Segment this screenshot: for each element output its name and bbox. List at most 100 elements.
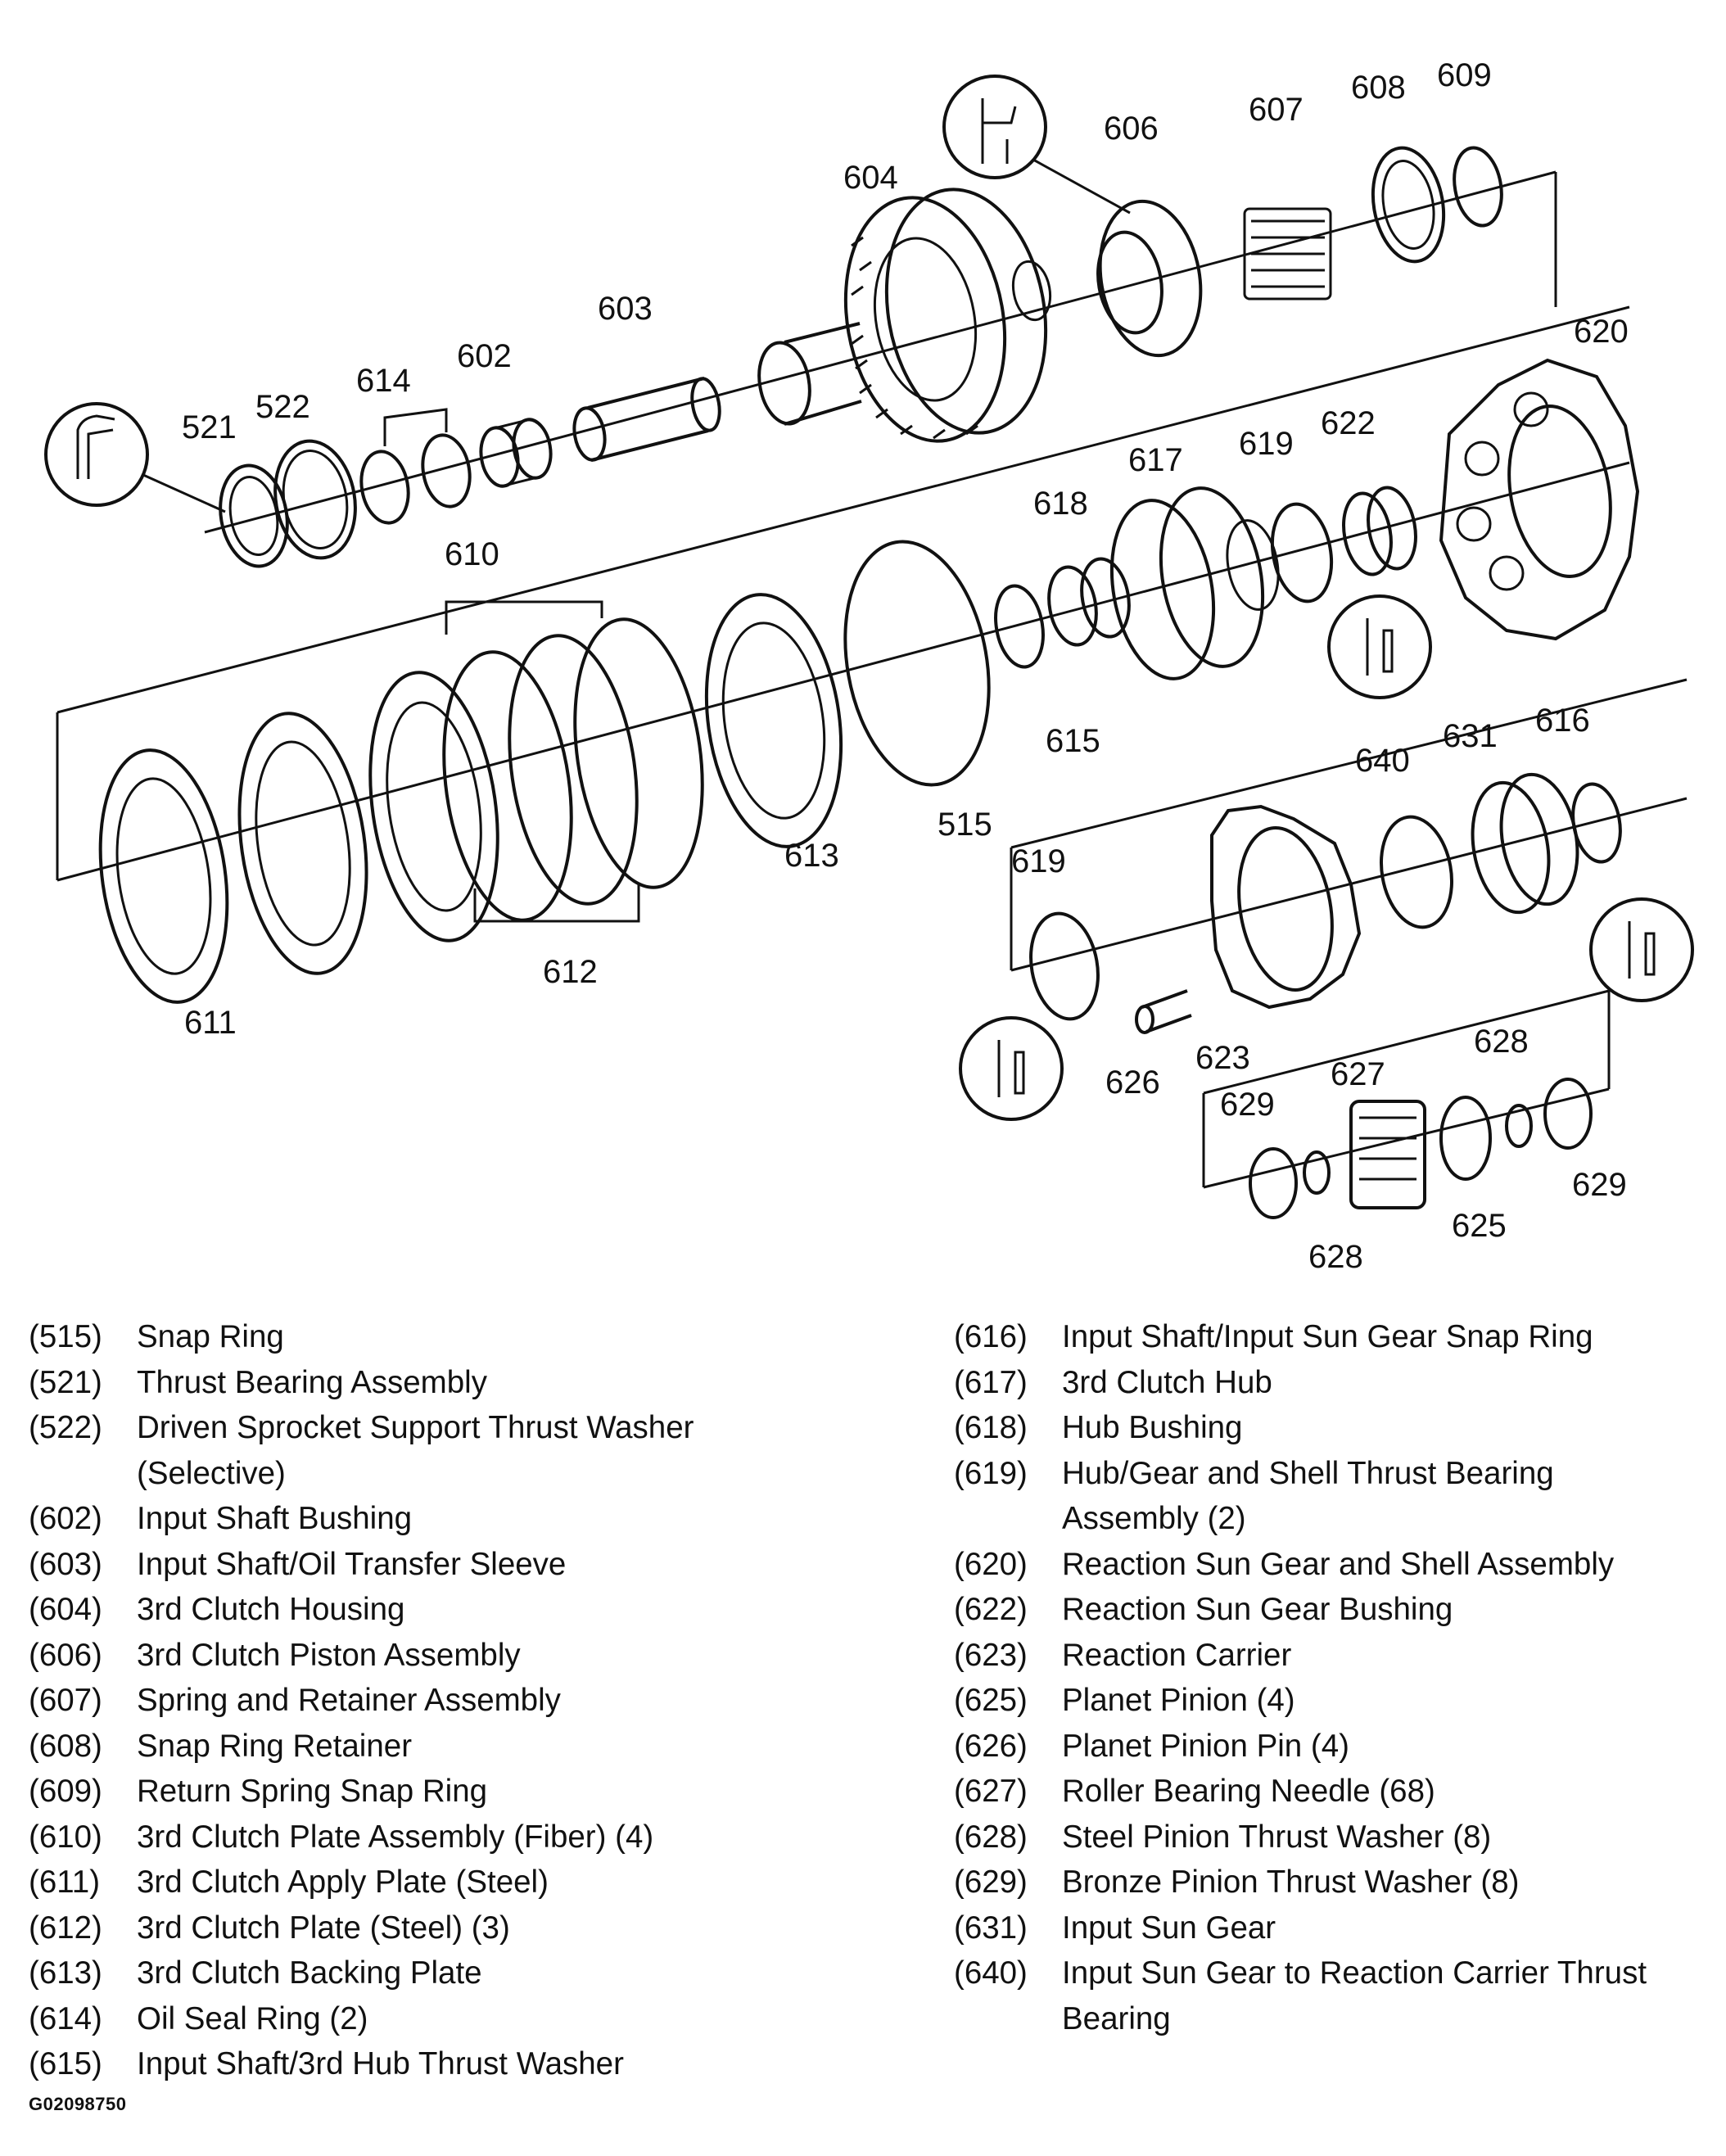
- figure-id: G02098750: [29, 2094, 127, 2114]
- callout-626: 626: [1105, 1064, 1160, 1101]
- row2-group: [56, 305, 1640, 1004]
- callout-625: 625: [1452, 1208, 1507, 1244]
- legend-description: 3rd Clutch Hub: [1062, 1364, 1272, 1400]
- legend-description: Steel Pinion Thrust Washer (8): [1062, 1819, 1492, 1855]
- legend-description: 3rd Clutch Apply Plate (Steel): [137, 1864, 549, 1900]
- legend-item: (610)3rd Clutch Plate Assembly (Fiber) (…: [29, 1815, 897, 1860]
- legend-left-column: (515) Snap Ring (521)Thrust Bearing Assem…: [29, 1314, 897, 2087]
- callout-602: 602: [457, 338, 512, 374]
- callout-611: 611: [184, 1005, 237, 1041]
- legend-number: (617): [954, 1364, 1028, 1400]
- legend-number: (616): [954, 1319, 1028, 1354]
- legend-description: Hub/Gear and Shell Thrust Bearing Assemb…: [1062, 1455, 1554, 1537]
- legend-description: Planet Pinion Pin (4): [1062, 1728, 1349, 1764]
- legend-item: (521)Thrust Bearing Assembly: [29, 1360, 897, 1406]
- legend-number: (619): [954, 1455, 1028, 1491]
- callout-622: 622: [1321, 405, 1376, 441]
- legend-number: (602): [29, 1501, 102, 1536]
- legend-item: (602) Input Shaft Bushing: [29, 1496, 897, 1542]
- legend-item: (615) Input Shaft/3rd Hub Thrust Washer: [29, 2041, 897, 2087]
- legend-description: Input Shaft Bushing: [137, 1501, 413, 1536]
- callout-610: 610: [445, 536, 499, 572]
- legend-item: (604) 3rd Clutch Housing: [29, 1587, 897, 1633]
- legend-item: (613)3rd Clutch Backing Plate: [29, 1950, 897, 1996]
- legend-number: (615): [29, 2046, 102, 2081]
- callout-614: 614: [356, 363, 411, 399]
- legend-number: (614): [29, 2000, 102, 2036]
- legend-description: Reaction Carrier: [1062, 1637, 1292, 1673]
- legend-description: Planet Pinion (4): [1062, 1683, 1295, 1718]
- callout-640: 640: [1355, 743, 1410, 779]
- legend-item: (625) Planet Pinion (4): [954, 1678, 1724, 1724]
- callout-623: 623: [1195, 1040, 1250, 1076]
- legend-description: Reaction Sun Gear and Shell Assembly: [1062, 1546, 1615, 1582]
- callout-612: 612: [543, 954, 598, 990]
- callout-619-upper: 619: [1239, 426, 1294, 462]
- callout-629-right: 629: [1572, 1167, 1627, 1203]
- legend-item: (609) Return Spring Snap Ring: [29, 1769, 897, 1815]
- exploded-view-diagram: 603 604 606 607 608 609 620 521 522 614 …: [44, 57, 1694, 1275]
- legend-number: (618): [954, 1410, 1028, 1445]
- row1-group: [44, 75, 1557, 568]
- legend-number: (622): [954, 1592, 1028, 1627]
- legend-description: Input Sun Gear to Reaction Carrier Thrus…: [1062, 1955, 1647, 2036]
- callout-628-lower: 628: [1308, 1239, 1363, 1275]
- legend-number: (612): [29, 1910, 102, 1946]
- legend-description: Driven Sprocket Support Thrust Washer (S…: [137, 1410, 694, 1491]
- legend-number: (631): [954, 1910, 1028, 1946]
- legend-number: (629): [954, 1864, 1028, 1900]
- legend-item: (608)Snap Ring Retainer: [29, 1724, 897, 1770]
- callout-608: 608: [1351, 70, 1406, 106]
- legend-number: (625): [954, 1683, 1028, 1718]
- legend-number: (613): [29, 1955, 102, 1991]
- legend-description: Snap Ring: [137, 1319, 284, 1354]
- legend-description: 3rd Clutch Housing: [137, 1592, 405, 1627]
- legend-description: Roller Bearing Needle (68): [1062, 1774, 1435, 1809]
- legend-description: Oil Seal Ring (2): [137, 2000, 368, 2036]
- legend-number: (627): [954, 1774, 1028, 1809]
- legend-item: (628) Steel Pinion Thrust Washer (8): [954, 1815, 1724, 1860]
- callout-606: 606: [1104, 111, 1159, 147]
- legend-number: (609): [29, 1774, 102, 1809]
- legend-description: Input Shaft/3rd Hub Thrust Washer: [137, 2046, 624, 2081]
- legend-item: (614) Oil Seal Ring (2): [29, 1996, 897, 2042]
- callout-515: 515: [938, 807, 992, 843]
- legend-item: (606)3rd Clutch Piston Assembly: [29, 1633, 897, 1679]
- legend-item: (611)3rd Clutch Apply Plate (Steel): [29, 1860, 897, 1905]
- legend-number: (610): [29, 1819, 102, 1855]
- legend-description: Return Spring Snap Ring: [137, 1774, 488, 1809]
- legend-item: (522)Driven Sprocket Support Thrust Wash…: [29, 1405, 897, 1496]
- legend-item: (617) 3rd Clutch Hub: [954, 1360, 1724, 1406]
- legend-item: (631) Input Sun Gear: [954, 1905, 1724, 1951]
- callout-615: 615: [1046, 723, 1100, 759]
- legend-description: Input Shaft/Input Sun Gear Snap Ring: [1062, 1319, 1593, 1354]
- legend-number: (628): [954, 1819, 1028, 1855]
- callout-607: 607: [1249, 92, 1304, 128]
- legend-number: (603): [29, 1546, 102, 1582]
- legend-number: (640): [954, 1955, 1028, 1991]
- legend-number: (604): [29, 1592, 102, 1627]
- callout-617: 617: [1128, 442, 1183, 478]
- legend-description: Thrust Bearing Assembly: [137, 1364, 487, 1400]
- legend-item: (607)Spring and Retainer Assembly: [29, 1678, 897, 1724]
- legend-description: Input Sun Gear: [1062, 1910, 1276, 1946]
- callout-620: 620: [1574, 314, 1629, 350]
- legend-item: (616) Input Shaft/Input Sun Gear Snap Rin…: [954, 1314, 1724, 1360]
- callout-619-lower: 619: [1011, 843, 1066, 879]
- legend-number: (623): [954, 1637, 1028, 1673]
- callout-628-upper: 628: [1474, 1024, 1529, 1060]
- row3-group: [959, 678, 1694, 1219]
- callout-labels: 603 604 606 607 608 609 620 521 522 614 …: [182, 57, 1629, 1275]
- legend-right-column: (616) Input Shaft/Input Sun Gear Snap Rin…: [954, 1314, 1724, 2041]
- legend-number: (626): [954, 1728, 1028, 1764]
- legend-item: (627) Roller Bearing Needle (68): [954, 1769, 1724, 1815]
- legend-item: (603)Input Shaft/Oil Transfer Sleeve: [29, 1542, 897, 1588]
- legend-number: (515): [29, 1319, 102, 1354]
- legend-item: (618)Hub Bushing: [954, 1405, 1724, 1451]
- legend-description: Bronze Pinion Thrust Washer (8): [1062, 1864, 1520, 1900]
- callout-616: 616: [1535, 703, 1590, 739]
- legend-number: (620): [954, 1546, 1028, 1582]
- legend-item: (626) Planet Pinion Pin (4): [954, 1724, 1724, 1770]
- legend-item: (619) Hub/Gear and Shell Thrust Bearing A…: [954, 1451, 1724, 1542]
- legend-item: (622)Reaction Sun Gear Bushing: [954, 1587, 1724, 1633]
